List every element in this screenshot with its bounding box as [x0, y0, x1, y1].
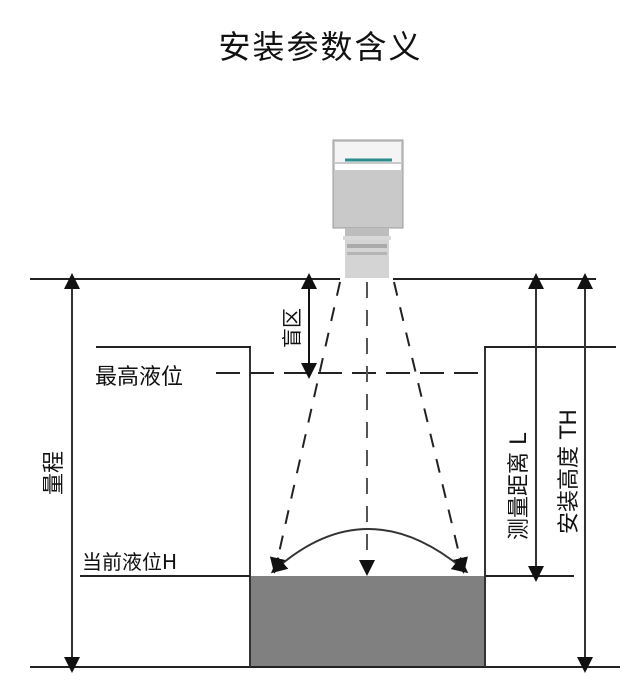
current-level-label: 当前液位H — [82, 550, 177, 574]
blind-zone-label: 盲区 — [280, 308, 304, 348]
install-height-label: 安装高度 TH — [557, 409, 582, 534]
max-level-label: 最高液位 — [95, 365, 183, 390]
measured-distance-label: 测量距离 L — [507, 432, 532, 540]
liquid-fill — [251, 576, 484, 666]
diagram-title: 安装参数含义 — [218, 28, 423, 66]
ultrasonic-beam — [269, 281, 469, 576]
range-label: 量程 — [42, 451, 67, 495]
ultrasonic-sensor-icon — [332, 139, 404, 278]
